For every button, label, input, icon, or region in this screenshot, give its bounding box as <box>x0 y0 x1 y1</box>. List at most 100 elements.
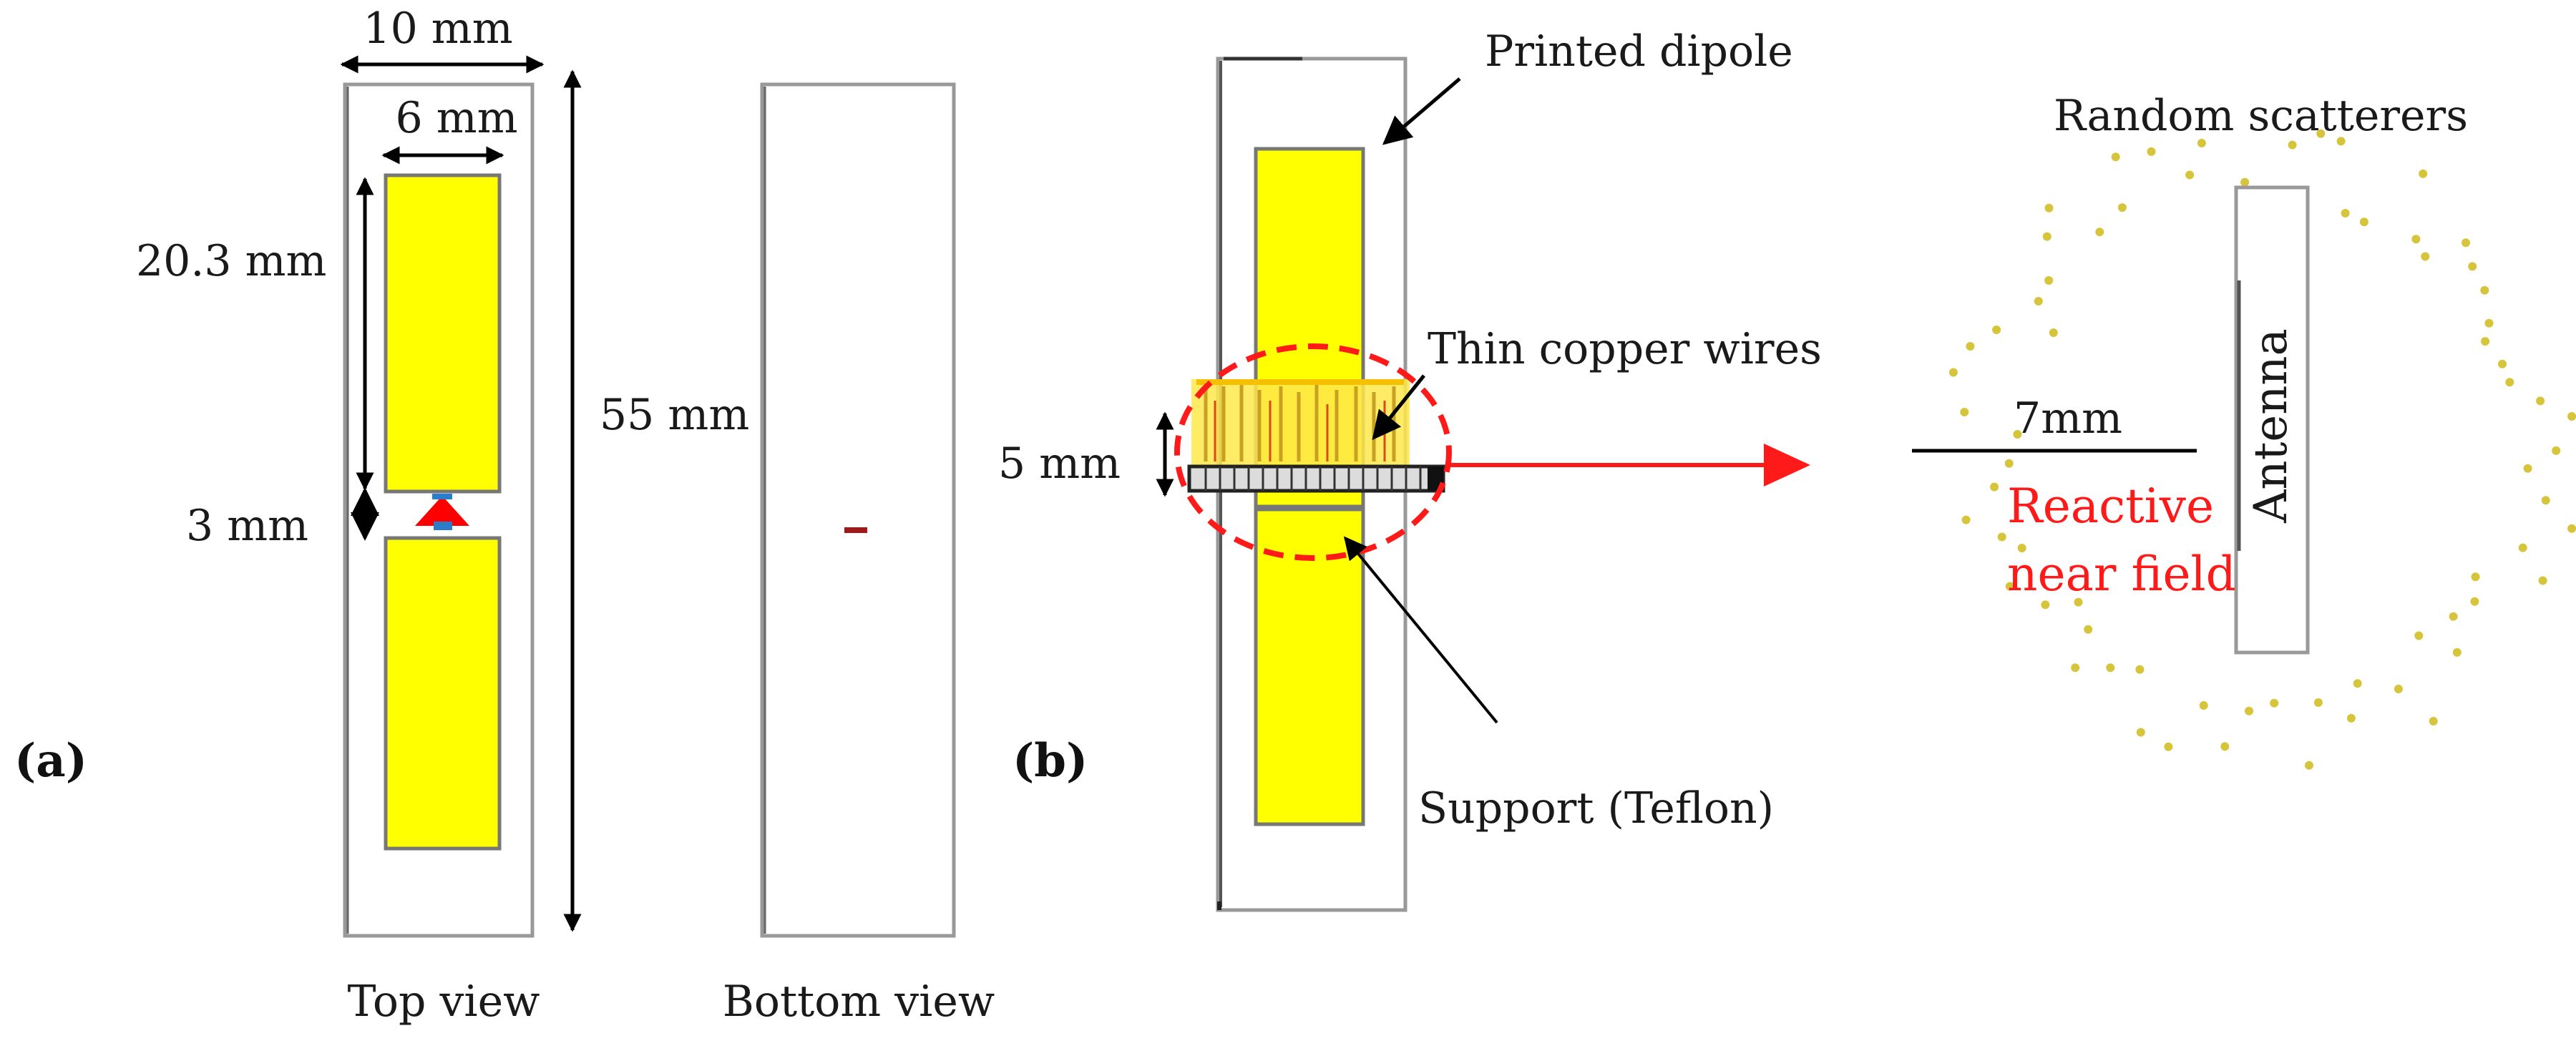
scatterer-dot <box>2044 276 2054 285</box>
scatterer-dot <box>2316 129 2326 138</box>
support-pointer <box>1343 536 1498 724</box>
scatterer-dot <box>2185 170 2195 180</box>
scatterer-dot <box>2470 597 2479 606</box>
scatterer-dot <box>2462 238 2470 248</box>
dimension-3mm-label: 3 mm <box>186 501 308 551</box>
scatterer-dot <box>2484 318 2494 328</box>
scatterer-dot <box>2017 544 2026 552</box>
teflon-support-bar <box>1187 464 1445 493</box>
scatterer-dot <box>1948 368 1958 377</box>
thin-copper-wires <box>1191 379 1410 465</box>
scatterer-dot <box>2136 728 2145 737</box>
scatterer-dot <box>2106 663 2115 673</box>
bottom-feed-mark <box>844 527 867 533</box>
scatterer-dot <box>2552 446 2561 455</box>
antenna-label: Antenna <box>2245 328 2298 524</box>
scatterer-dot <box>1992 326 2001 334</box>
scatterer-dot <box>2481 337 2490 346</box>
scatterer-dot <box>2498 359 2507 368</box>
scatterer-dot <box>2135 665 2145 674</box>
scatterer-dot <box>1960 408 1969 416</box>
scatterer-dot <box>1990 482 1999 492</box>
scatterer-dot <box>2147 147 2156 156</box>
antenna-outline <box>2234 185 2310 655</box>
scatterer-dot <box>2468 262 2477 271</box>
scatterer-dot <box>2336 137 2346 146</box>
scatterer-dot <box>2095 228 2104 237</box>
panel-a-label: (a) <box>14 734 87 788</box>
scatterer-dot <box>2004 459 2014 468</box>
scatterer-dot <box>2084 625 2093 634</box>
scatterer-dot <box>2353 679 2362 688</box>
scatterer-dot <box>2197 139 2206 147</box>
bottom-view-substrate <box>760 82 956 938</box>
scatterer-diagram: Random scatterers Antenna 7mm Reactive n… <box>1912 91 2576 770</box>
dimension-55mm-label: 55 mm <box>600 390 749 440</box>
scatterer-dot <box>2452 647 2462 657</box>
scatterer-dot <box>2523 464 2532 473</box>
near-field-label: near field <box>2007 547 2236 602</box>
printed-dipole-pointer <box>1382 77 1461 145</box>
scatterer-dot <box>2414 631 2424 640</box>
scatterer-dot <box>2346 713 2356 723</box>
dipole-arm-bottom <box>384 536 502 851</box>
scatterer-dot <box>2471 572 2480 582</box>
scatterer-dot <box>2074 597 2083 607</box>
scatterer-dot <box>2220 742 2230 751</box>
random-scatterers-label: Random scatterers <box>2054 91 2468 141</box>
scatterer-dot <box>2044 203 2054 212</box>
scatterer-dot <box>2042 232 2051 241</box>
scatterer-dot <box>2449 612 2458 621</box>
dimension-20-3mm-label: 20.3 mm <box>136 236 326 286</box>
scatterer-dot <box>2505 378 2514 387</box>
scatterer-dot <box>2536 396 2545 406</box>
dimension-7mm-label: 7mm <box>2014 393 2122 444</box>
thin-copper-wires-label: Thin copper wires <box>1428 324 1822 374</box>
scatterer-dot <box>2541 496 2550 505</box>
top-view-label: Top view <box>348 977 540 1027</box>
thin-copper-wires-pointer <box>1372 374 1425 441</box>
scatterer-dot <box>2288 140 2297 150</box>
scatterer-dot <box>2117 203 2127 212</box>
scatterer-dot <box>2245 706 2253 715</box>
scatterer-dots <box>1948 129 2576 770</box>
panel-b: Printed dipole Thin copper wires 5 mm Su… <box>998 26 1822 912</box>
support-label: Support (Teflon) <box>1418 783 1774 834</box>
scatterer-dot <box>2429 717 2438 725</box>
scatterer-dot <box>2071 663 2080 673</box>
scatterer-dot <box>2164 742 2173 751</box>
scatterer-dot <box>2111 152 2120 162</box>
scatterer-dot <box>2421 252 2430 261</box>
scatterer-dot <box>2394 685 2403 693</box>
dimension-5mm-label: 5 mm <box>998 439 1121 489</box>
scatterer-dot <box>1997 532 2006 542</box>
bottom-view-label: Bottom view <box>723 977 995 1027</box>
scatterer-dot <box>2041 600 2050 610</box>
scatterer-dot <box>2567 412 2576 421</box>
printed-dipole-label: Printed dipole <box>1485 26 1793 77</box>
panel-b-label: (b) <box>1013 734 1088 788</box>
reactive-label: Reactive <box>2007 479 2214 534</box>
panel-a: 10 mm 6 mm 20.3 mm 3 mm 55 mm (a) Top vi… <box>14 4 995 1027</box>
dipole-arm-bottom <box>1254 507 1365 826</box>
scatterer-dot <box>2419 169 2428 178</box>
scatterer-dot <box>2005 582 2014 591</box>
scatterer-dot <box>2270 698 2279 708</box>
scatterer-dot <box>2049 328 2058 337</box>
dimension-6mm-label: 6 mm <box>395 93 517 143</box>
scatterer-dot <box>2411 235 2421 244</box>
scatterer-dot <box>2240 177 2250 187</box>
scatterer-dot <box>2034 297 2043 305</box>
scatterer-dot <box>2013 430 2022 439</box>
dipole-arm-top <box>384 173 502 494</box>
zoom-arrow-icon <box>1447 444 1810 487</box>
scatterer-dot <box>2480 285 2489 295</box>
scatterer-dot <box>2567 524 2576 533</box>
scatterer-dot <box>1961 515 1971 524</box>
scatterer-dot <box>2518 543 2527 552</box>
scatterer-dot <box>2341 209 2350 217</box>
scatterer-dot <box>2538 576 2547 585</box>
feed-icon <box>415 494 469 530</box>
scatterer-dot <box>2359 217 2368 227</box>
